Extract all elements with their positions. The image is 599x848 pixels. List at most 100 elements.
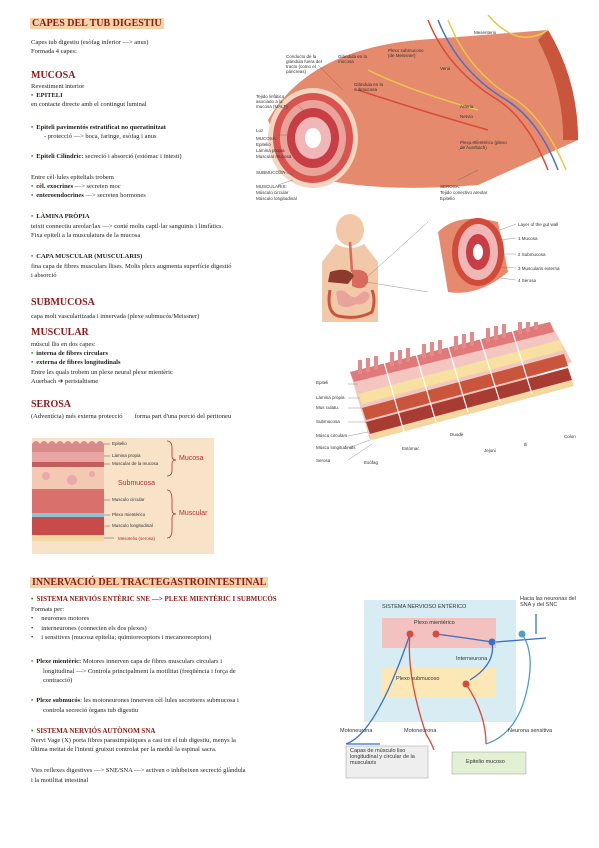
lamina-desc-2: Fixa epiteli a la musculatura de la muco… [31,232,141,239]
fig1-label: Epitelio [440,196,455,201]
submucosa-desc: capa molt vascularitzada i innervada (pl… [31,313,200,320]
fig2-label: 2 Submucosa [518,252,546,257]
fig3-label: Colon [564,434,576,439]
fig1-label: Muscular mucosa [256,154,292,159]
fig1-label: Tejido conectivo areolar [440,190,488,195]
layer-label: Plexo mientérico [112,512,146,517]
fig3-label: Serosa [316,458,331,463]
submucosa-label: Submucosa [118,480,155,487]
ent-item: •enteroendocrines —> secreten hormones [31,192,146,199]
innervacio-heading: INNERVACIÓ DEL TRACTEGASTROINTESTINAL [30,577,269,588]
sne-item: •SISTEMA NERVIÓS ENTÈRIC SNE —> PLEXE MI… [31,595,277,603]
fig3-label: Múscu circulars [316,433,348,438]
fig1-label: Luz [256,128,264,133]
fig1-label: Glándula en la mucosa [338,54,368,64]
mucosal-epithelium-label: Epitelio mucoso [466,759,505,765]
fig2-label: 4 Serosa [518,278,537,283]
auerbach-line: Auerbach ➔ peristaltisme [31,378,99,385]
plexe-mienteric-item: •Plexe mientèric: Motores innerven capa … [31,658,223,665]
capa-desc-2: i absorció [31,272,57,279]
muscular-item-2: •externa de fibres longitudinals [31,359,121,366]
pav-desc: - protecció —> boca, faringe, esòfag i a… [44,133,157,140]
fig3-label: Ili [524,442,528,447]
layer-label: Musculo circular [112,497,145,502]
digestive-tract-figure: Layer of the gut wall 1 Mucosa 2 Submuco… [308,212,588,324]
plexe-submucos-item: •Plexe submucós: les motoneurones innerv… [31,697,239,704]
layer-label: Lámina propia [112,453,141,458]
fig1-label: Glándula en la submucosa [354,82,384,92]
fig1-label: Mesenterio [474,30,497,35]
fig3-label: Jejuni [484,448,496,453]
fig1-label: Músculo circular [256,190,289,195]
fig2-label: Layer of the gut wall [518,222,559,227]
entre-text: Entre cèl·lules epitelials trobem [31,174,114,181]
layer-label: Epitelio [112,441,127,446]
submucous-plexus-label: Plexo submucoso [396,676,440,682]
epiteli-desc: en contacte directe amb el contingut lum… [31,101,147,108]
intro-line-2: Formada 4 capes: [31,48,77,55]
plexe-submucos-desc-2: controla secreció òrgans tub digestiu [43,707,139,714]
enteric-diagram: SISTEMA NERVIOSO ENTÉRICO Plexo mientéri… [336,594,590,794]
muscular-entre: Entre les quals trobem un plexe neural p… [31,369,173,376]
mucosa-label: Mucosa [179,455,204,462]
fig1-label: Conducto de la glándula fuera del tracto… [286,54,322,74]
fig1-label: Vena [440,66,451,71]
gut-wall-figure: Mesenterio Conducto de la glándula fuera… [248,10,593,210]
towards-sna-snc-label: Hacia las neuronas del SNA y del SNC [520,596,576,608]
formats-item: •neuromes motores [31,615,90,622]
layer-label: Musculo longitudinal [112,523,153,528]
motoneuron-label: Motoneurona [340,728,373,734]
arrow-right-icon: ➔ [57,378,64,385]
fig3-label: Làmina pròpia [316,395,345,400]
capa-item: •CAPA MUSCULAR (MUSCULARIS) [31,253,143,260]
villi-figure: Epiteli Làmina pròpia Mus culatu. Submuc… [310,322,595,468]
motoneuron-label: Motoneurona [404,728,437,734]
mucosa-sub: Revestiment interior [31,83,85,90]
muscle-layers-label: Capas de músculo liso longitudinal y cir… [350,748,415,766]
layer-label: Mesotelio (serosa) [118,536,156,541]
fig3-label: Epiteli [316,380,329,385]
page-title: CAPES DEL TUB DIGESTIU [30,18,164,29]
sna-item: •SISTEMA NERVIÓS AUTÒNOM SNA [31,727,156,735]
lamina-item: •LÀMINA PRÒPIA [31,213,90,220]
vies-1: Vies reflexes digestives —> SNE/SNA —> a… [31,767,246,774]
intro-line-1: Capes tub digestiu (esòfag inferior —> a… [31,39,149,46]
layers-figure: Epitelio Lámina propia Muscular de la mu… [32,438,214,554]
fig1-label: Músculo longitudinal [256,196,297,201]
myenteric-plexus-label: Plexo mientérico [414,620,455,626]
plexe-mienteric-desc-3: contracció) [43,677,73,684]
formats-item: •i sensitives (mucosa epitelia; quimiore… [31,634,212,641]
submucosa-heading: SUBMUCOSA [31,297,95,308]
layer-label: Muscular de la mucosa [112,461,159,466]
capa-desc-1: fina capa de fibres musculars llises. Mo… [31,263,232,270]
pav-item: •Epiteli pavimentós estratificat no quer… [31,124,166,131]
vies-2: i la motilitat intestinal [31,777,89,784]
interneuron-label: Interneurona [456,656,488,662]
fig1-label: Epitelio [256,142,271,147]
exo-item: •cèl. exocrines —> secreten moc [31,183,121,190]
fig1-label: Plexo submucoso (de Meissner) [388,48,424,58]
muscular-item-1: •interna de fibres circulars [31,350,109,357]
fig1-label: Nervio [460,114,474,119]
fig1-label: Arteria [460,104,474,109]
mucosa-heading: MUCOSA [31,70,76,81]
cil-item: •Epiteli Cilíndric: secreció i absorció … [31,153,182,160]
plexe-mienteric-desc-2: longitudinal —> Controla principalment l… [43,668,236,675]
fig3-label: Duodè [450,432,464,437]
fig3-label: Mus culatu. [316,405,340,410]
fig3-label: Múscu longitudinals [316,445,356,450]
sna-desc-1: Nervi Vage (X) porta fibres parasimpàtiq… [31,737,236,744]
formats-text: Formats per: [31,606,65,613]
fig1-label: SUBMUCOSA [256,170,286,175]
muscular-desc: múscul llis en dos capes: [31,341,96,348]
muscular-heading: MUSCULAR [31,327,89,338]
fig1-label: Tejido linfático asociado a la mucosa (M… [256,94,288,109]
fig2-label: 3 Muscularis externa [518,266,560,271]
sensory-neuron-label: Neurona sensitiva [508,728,553,734]
fig1-label: MUCOSA: [256,136,278,141]
fig1-label: Lámina propia [256,148,285,153]
lamina-desc-1: teixit connectiu areolar/lax —> conté mo… [31,223,224,230]
serosa-heading: SEROSA [31,399,72,410]
fig1-label: MUSCULARIS: [256,184,287,189]
